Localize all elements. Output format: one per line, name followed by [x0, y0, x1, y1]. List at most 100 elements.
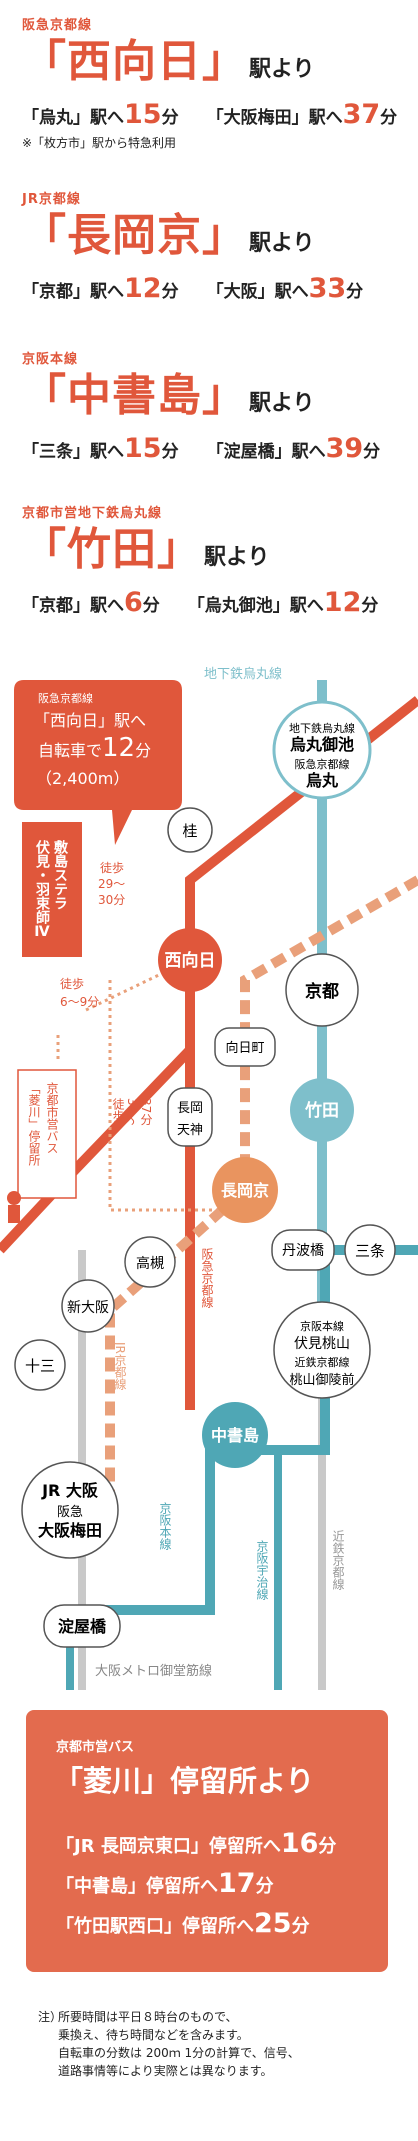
- bus-stop-name: 「菱川」停留所: [27, 1082, 41, 1166]
- bus-stop-heading: 「菱川」停留所より: [54, 1764, 315, 1798]
- juso-label: 十三: [25, 1357, 55, 1375]
- bus-route: 「竹田駅西口」停留所へ25分: [56, 1908, 310, 1939]
- mansion-box: [22, 822, 82, 957]
- yori-label: 駅より: [249, 57, 315, 82]
- keihan-label: 京阪本線: [158, 1502, 172, 1550]
- station-name: 「中書島」: [22, 370, 247, 421]
- karasuma-line-2: 阪急京都線: [295, 757, 350, 771]
- sanjo-label: 三条: [355, 1242, 385, 1260]
- line-name: 京都市営地下鉄烏丸線: [22, 506, 163, 521]
- kyoto-label: 京都: [305, 981, 339, 1002]
- shinosaka-label: 新大阪: [67, 1300, 109, 1316]
- uji-label: 京阪宇治線: [255, 1540, 269, 1600]
- bus-stop-line: 京都市営バス: [45, 1082, 59, 1154]
- route-time: 「淀屋橋」駅へ39分: [206, 433, 381, 464]
- bike-distance: （2,400m）: [36, 769, 129, 788]
- station-mukomachi: [214, 1027, 276, 1067]
- jr-label: JR京都線: [113, 1341, 127, 1390]
- karasuma-name-1: 烏丸御池: [290, 735, 354, 754]
- line-name: 京阪本線: [22, 352, 79, 367]
- route-map-svg: 阪急京都線 「西向日」駅へ 自転車で12分 （2,400m） 敷島ステラ 伏見・…: [0, 666, 418, 1690]
- route-time: 「大阪」駅へ33分: [206, 273, 364, 304]
- bus-line: 京都市営バス: [56, 1740, 135, 1755]
- tambabashi-label: 丹波橋: [282, 1243, 324, 1259]
- section-nishimuko: 阪急京都線 「西向日」 駅より 「烏丸」駅へ15分 「大阪梅田」駅へ37分 ※「…: [22, 14, 408, 151]
- station-sanjo: [344, 1224, 396, 1276]
- station-fushimi: [273, 1301, 371, 1399]
- route-time: 「京都」駅へ6分: [22, 587, 160, 618]
- walk3-label: 徒歩: [111, 1098, 125, 1123]
- station-takeda: [290, 1078, 354, 1142]
- yori-label: 駅より: [249, 231, 315, 256]
- section-takeda: 京都市営地下鉄烏丸線 「竹田」 駅より 「京都」駅へ6分 「烏丸御池」駅へ12分: [22, 502, 408, 618]
- walk2-range: 6〜9分: [60, 995, 99, 1009]
- fushimi-line-2: 近鉄京都線: [295, 1355, 350, 1369]
- bike-text-1: 「西向日」駅へ: [34, 711, 146, 730]
- walk-route-1: [85, 958, 191, 1012]
- nagaoka-tenjin-2: 天神: [177, 1123, 203, 1138]
- express-note: ※「枚方市」駅から特急利用: [22, 136, 177, 150]
- station-juso: [14, 1339, 66, 1391]
- walk2-label: 徒歩: [60, 976, 84, 991]
- bus-route: 「中書島」停留所へ17分: [56, 1868, 274, 1899]
- fushimi-name-2: 桃山御陵前: [289, 1372, 354, 1388]
- bus-stop-pole: [8, 1205, 20, 1223]
- osaka-umeda: 大阪梅田: [38, 1521, 102, 1540]
- section-nagaokakyo: JR京都線 「長岡京」 駅より 「京都」駅へ12分 「大阪」駅へ33分: [22, 188, 408, 304]
- hankyu-label: 阪急京都線: [200, 1248, 214, 1308]
- mukomachi-label: 向日町: [225, 1040, 264, 1056]
- route-time: 「烏丸」駅へ15分: [22, 99, 179, 130]
- bike-callout: [14, 680, 182, 845]
- route-time: 「烏丸御池」駅へ12分: [187, 587, 379, 618]
- note-line: 道路事情等により実際とは異なります。: [58, 2064, 273, 2078]
- station-name: 「長岡京」: [22, 210, 247, 261]
- yori-label: 駅より: [204, 545, 270, 570]
- mansion-name-1: 敷島ステラ: [52, 839, 68, 910]
- osaka-jr: JR 大阪: [41, 1481, 99, 1500]
- katsura-label: 桂: [182, 822, 197, 840]
- midosuji-label: 大阪メトロ御堂筋線: [95, 1663, 212, 1679]
- bike-line: 阪急京都線: [38, 691, 93, 705]
- station-karasuma: [272, 700, 372, 800]
- station-chushojima: [202, 1402, 268, 1468]
- nagaokakyo-label: 長岡京: [221, 1181, 269, 1200]
- yodoyabashi-label: 淀屋橋: [58, 1617, 107, 1636]
- station-name: 「西向日」: [22, 36, 247, 87]
- walk1-range: 29〜: [98, 877, 125, 891]
- section-chushojima: 京阪本線 「中書島」 駅より 「三条」駅へ15分 「淀屋橋」駅へ39分: [22, 348, 408, 464]
- route-time: 「大阪梅田」駅へ37分: [206, 99, 398, 130]
- osaka-hankyu: 阪急: [57, 1505, 83, 1520]
- takeda-label: 竹田: [304, 1100, 339, 1121]
- walk1-min: 30分: [98, 893, 125, 907]
- station-kyoto: [285, 953, 359, 1027]
- walk1-label: 徒歩: [100, 860, 124, 875]
- walk3-min: 37分: [139, 1098, 153, 1126]
- bike-text-2: 自転車で12分: [38, 733, 151, 763]
- station-tambabashi: [271, 1229, 335, 1271]
- bus-stop-icon: [7, 1191, 21, 1205]
- note-line: 自転車の分数は 200ｍ 1分の計算で、信号、: [58, 2046, 300, 2060]
- line-name: 阪急京都線: [22, 18, 93, 33]
- station-nagaoka-tenjin: [167, 1087, 213, 1147]
- karasuma-line-1: 地下鉄烏丸線: [289, 721, 355, 735]
- bus-info-box: 京都市営バス 「菱川」停留所より 「JR 長岡京東口」停留所へ16分 「中書島」…: [26, 1710, 388, 1972]
- takatsuki-label: 高槻: [136, 1255, 164, 1272]
- station-shinosaka: [61, 1279, 115, 1333]
- route-time: 「三条」駅へ15分: [22, 433, 179, 464]
- line-name: JR京都線: [22, 192, 81, 207]
- station-takatsuki: [124, 1236, 176, 1288]
- station-osaka: [21, 1461, 119, 1559]
- station-nagaokakyo: [212, 1157, 278, 1223]
- station-name: 「竹田」: [22, 524, 202, 575]
- note-line: 乗換え、待ち時間などを含みます。: [58, 2028, 249, 2042]
- walk3-range: 34〜: [125, 1098, 139, 1125]
- nagaoka-tenjin-1: 長岡: [177, 1101, 203, 1116]
- route-map: 阪急京都線 「西向日」駅へ 自転車で12分 （2,400m） 敷島ステラ 伏見・…: [0, 650, 418, 1710]
- station-katsura: [167, 807, 213, 853]
- mansion-name-2: 伏見・羽束師Ⅳ: [34, 839, 51, 940]
- bus-stop-box: [17, 1069, 77, 1199]
- note-line: 所要時間は平日８時台のもので、: [58, 2010, 238, 2024]
- karasuma-name-2: 烏丸: [306, 771, 339, 790]
- bus-route: 「JR 長岡京東口」停留所へ16分: [56, 1828, 337, 1859]
- route-time: 「京都」駅へ12分: [22, 273, 179, 304]
